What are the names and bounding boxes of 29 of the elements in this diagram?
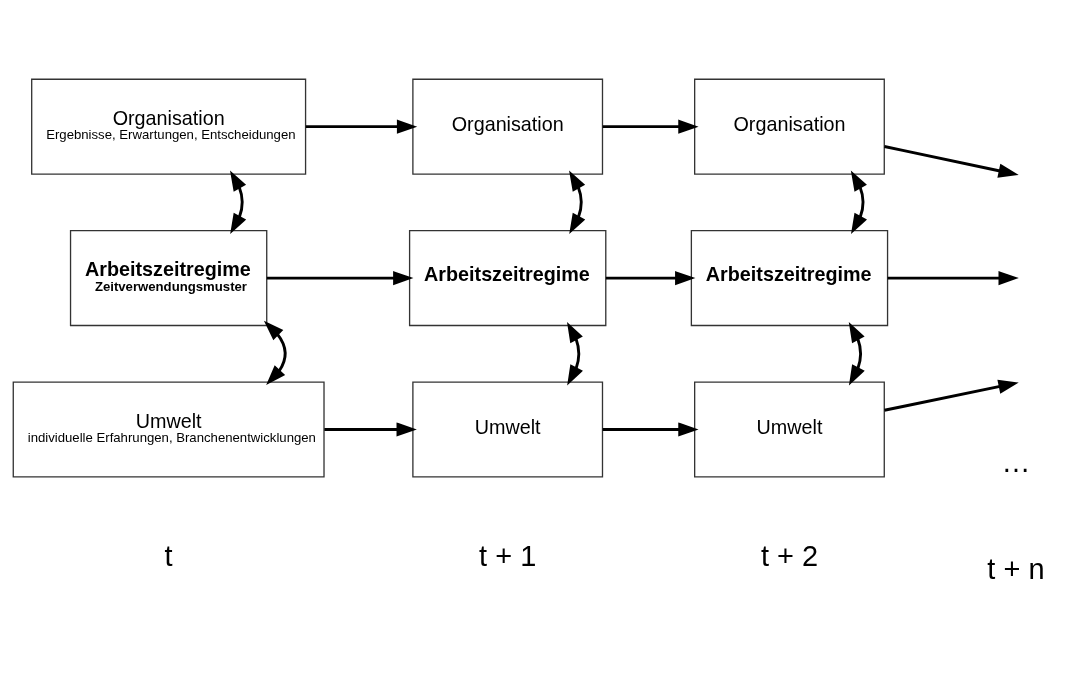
node-box: Organisation: [412, 78, 604, 175]
arrow: [263, 320, 287, 385]
label: t + n: [987, 552, 1045, 585]
arrow: [266, 270, 414, 285]
arrow: [884, 144, 1019, 178]
arrow: [305, 119, 418, 134]
arrow: [887, 270, 1019, 285]
arrow: [324, 421, 417, 437]
arrow: [567, 321, 583, 385]
node-box: Organisation Ergebnisse, Erwartungen, Entscheidungen: [31, 78, 307, 175]
node-box: Arbeitszeitregime Zeitverwendungsmuster: [69, 229, 268, 326]
arrow: [569, 170, 586, 234]
label: t + 2: [760, 539, 819, 572]
arrow: [602, 421, 699, 437]
arrow: [848, 321, 865, 385]
arrow: [605, 270, 696, 285]
label: …: [1001, 445, 1031, 478]
label: t + 1: [479, 539, 537, 572]
arrow: [230, 170, 247, 234]
node-box: Umwelt: [694, 380, 885, 478]
arrow: [602, 119, 699, 134]
node-box: Umwelt: [412, 380, 604, 478]
label: t: [164, 539, 173, 572]
node-box: Arbeitszeitregime: [408, 229, 607, 326]
arrow: [850, 170, 867, 234]
node-box: Umwelt individuelle Erfahrungen, Branchenentwicklungen: [12, 380, 325, 478]
node-box: Arbeitszeitregime: [690, 229, 889, 326]
node-box: Organisation: [694, 78, 885, 175]
arrow: [884, 379, 1019, 412]
